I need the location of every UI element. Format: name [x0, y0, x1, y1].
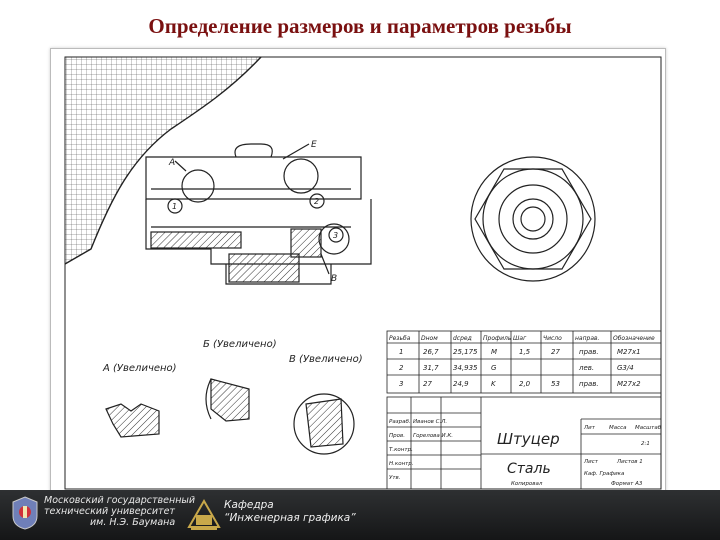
- detail-view-b-title: Б (Увеличено): [203, 339, 277, 350]
- table-cell: 27: [423, 380, 432, 388]
- role-label: Н.контр.: [389, 461, 414, 467]
- table-header: Профиль: [483, 335, 512, 342]
- table-cell: 24,9: [453, 380, 469, 388]
- university-line2: технический университет: [44, 506, 175, 517]
- table-cell: M27х2: [617, 380, 641, 388]
- table-cell: 53: [551, 380, 560, 388]
- copied-label: Копировал: [511, 481, 543, 487]
- role-label: Пров.: [389, 433, 405, 439]
- drawing-sheet: А Е В 1 2 3 А (Увеличено) Б (Увеличено) …: [50, 48, 666, 492]
- table-cell: 27: [551, 348, 560, 356]
- table-cell: M27х1: [617, 348, 641, 356]
- thread-table-grid: [386, 330, 662, 394]
- material-name: Сталь: [507, 461, 551, 477]
- table-cell: 26,7: [423, 348, 439, 356]
- name-label: Иванов С.Л.: [413, 419, 447, 425]
- university-emblem-icon: [12, 496, 38, 530]
- table-cell: K: [491, 380, 497, 388]
- table-cell: лев.: [578, 364, 594, 372]
- title-block-grid: [386, 396, 662, 490]
- sheets-label: Листов 1: [616, 459, 643, 465]
- name-label: Горелова И.К.: [413, 433, 453, 439]
- department-name: Кафедра “Инженерная графика”: [224, 499, 356, 525]
- table-header: Число: [543, 335, 562, 342]
- table-header: Шаг: [513, 335, 527, 342]
- role-label: Разраб.: [389, 419, 411, 425]
- part-main-view: [145, 143, 372, 285]
- table-cell: 34,935: [453, 364, 478, 372]
- table-cell: 1: [399, 348, 403, 356]
- table-cell: прав.: [579, 348, 599, 356]
- table-header: Dном: [421, 335, 438, 342]
- label-n3: 3: [333, 231, 338, 240]
- scale-label: Масштаб: [635, 425, 662, 431]
- engineering-drawing: А Е В 1 2 3 А (Увеличено) Б (Увеличено) …: [64, 56, 662, 490]
- detail-views: [105, 378, 355, 455]
- university-name: Московский государственный технический у…: [44, 495, 195, 528]
- scale-value: 2:1: [641, 441, 650, 447]
- table-header: Резьба: [389, 335, 411, 342]
- slide-title: Определение размеров и параметров резьбы: [148, 14, 572, 38]
- label-n1: 1: [172, 202, 177, 211]
- table-cell: 31,7: [423, 364, 439, 372]
- lit-label: Лит: [583, 425, 596, 431]
- table-header: Обозначение: [613, 335, 655, 342]
- label-a: А: [168, 158, 175, 168]
- sheet-label: Лист: [583, 459, 599, 465]
- dept-label: Каф. Графика: [584, 471, 625, 477]
- table-cell: 3: [399, 380, 403, 388]
- detail-view-a-title: А (Увеличено): [102, 363, 177, 374]
- label-e: Е: [311, 140, 317, 150]
- label-v: В: [331, 274, 337, 284]
- university-line3: им. Н.Э. Баумана: [90, 517, 176, 528]
- department-line1: Кафедра: [224, 499, 274, 511]
- table-header: направ.: [575, 335, 600, 342]
- department-line2: “Инженерная графика”: [224, 512, 356, 524]
- role-label: Т.контр.: [389, 447, 413, 453]
- table-cell: G: [491, 364, 497, 372]
- table-cell: 2,0: [519, 380, 531, 388]
- table-cell: M: [491, 348, 497, 356]
- label-n2: 2: [314, 197, 319, 206]
- part-name: Штуцер: [497, 430, 560, 448]
- part-end-view: [470, 156, 596, 282]
- table-cell: G3/4: [617, 364, 634, 372]
- table-header: dсред: [453, 335, 472, 342]
- mass-label: Масса: [609, 425, 627, 431]
- table-cell: прав.: [579, 380, 599, 388]
- table-cell: 2: [399, 364, 404, 372]
- role-label: Утв.: [389, 475, 401, 481]
- footer-bar: Московский государственный технический у…: [0, 490, 720, 540]
- university-line1: Московский государственный: [44, 495, 196, 506]
- format-label: Формат А3: [611, 481, 643, 487]
- drawing-frame: [64, 56, 662, 490]
- table-cell: 25,175: [453, 348, 478, 356]
- department-logo-icon: [187, 499, 221, 530]
- table-cell: 1,5: [519, 348, 531, 356]
- detail-view-v-title: В (Увеличено): [289, 354, 363, 365]
